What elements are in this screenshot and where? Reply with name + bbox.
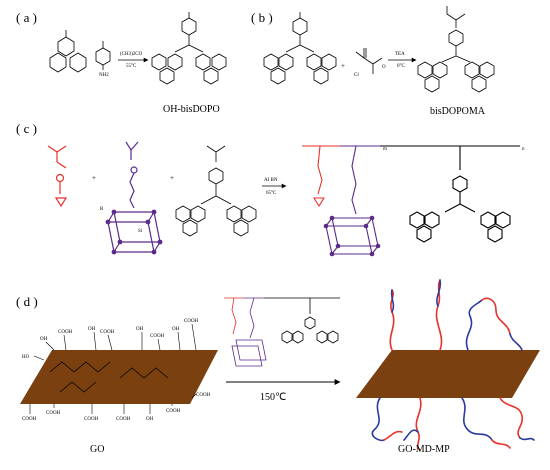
condition-a-solvent: (CH3)2CO [120,52,143,57]
copolymer-thumbnail [224,297,340,367]
poss-methacrylate-structure [107,141,161,253]
glycidyl-methacrylate-structure [47,145,68,208]
oh-bisdopo-caption: OH-bisDOPO [163,104,220,115]
go-md-mp-caption: GO-MD-MP [398,444,450,455]
go-md-mp-sheet [356,350,540,398]
condition-a-temperature: 55°C [126,64,137,69]
panel-a: ( a ) NH2 (CH3)2CO 55°C [16,10,227,115]
panel-b: ( b ) + Cl O TEA 0 [251,6,495,117]
go-sheet-bonds [49,361,169,393]
oh-bisdopo-reactant-structure [263,12,337,85]
go-group-label: OH [146,417,154,422]
condition-b-temperature: 0°C [397,64,405,69]
condition-b-base: TEA [395,52,405,57]
condition-c-initiator: AI BN [264,178,278,183]
go-group-label: COOH [116,417,131,422]
grafted-polymer-chains [371,279,535,451]
panel-a-label: ( a ) [16,10,37,25]
go-sheet [20,350,218,404]
amine-group-label: NH2 [99,73,109,78]
go-group-label: COOH [150,334,165,339]
methacryloyl-chloride-structure [355,48,383,74]
go-group-label: COOH [100,330,115,335]
dopo-reactant-structure [49,30,87,73]
go-group-label: COOH [184,319,199,324]
go-group-bonds [29,323,197,414]
go-group-label: COOH [196,393,211,398]
plus-sign-c1: + [92,174,96,182]
go-group-label: OH [88,327,96,332]
bisdopoma-structure [417,6,495,93]
bisdopoma-monomer-structure [175,145,257,237]
go-caption: GO [90,444,104,455]
go-group-label: COOH [84,417,99,422]
poss-silicon-label: Si [138,229,143,234]
subscript-m: m [383,147,387,152]
product-poss-dots [323,215,381,257]
copolymer-product-structure [302,145,520,255]
poss-atom-dots [105,209,163,255]
go-group-label: OH [172,327,180,332]
plus-sign-b: + [341,62,345,70]
subscript-n: n [522,147,525,152]
bisdopoma-caption: bisDOPOMA [430,106,486,117]
panel-c-label: ( c ) [16,121,37,136]
carbonyl-oxygen-b: O [382,65,386,70]
condition-d-temperature: 150℃ [260,392,286,403]
aminophenol-reagent-structure [95,41,111,70]
poss-substituent-r: R [100,207,104,212]
panel-c: ( c ) + [16,121,525,257]
go-group-label: COOH [22,417,37,422]
go-group-label: HO [22,355,30,360]
go-group-label: OH [136,327,144,332]
go-group-label: COOH [46,411,61,416]
condition-c-temperature: 65°C [266,191,277,196]
plus-sign-c2: + [170,174,174,182]
oh-bisdopo-structure [151,12,227,85]
go-group-label: COOH [58,330,73,335]
panel-d-label: ( d ) [16,294,38,309]
chloride-atom: Cl [354,73,359,78]
panel-b-label: ( b ) [251,10,273,25]
go-group-label: OH [40,337,48,342]
go-group-label: COOH [166,409,181,414]
panel-d: ( d ) HO OH COOH OH COOH OH COOH OH COOH… [16,279,540,455]
go-functional-groups: HO OH COOH OH COOH OH COOH OH COOH COOH … [22,319,211,422]
